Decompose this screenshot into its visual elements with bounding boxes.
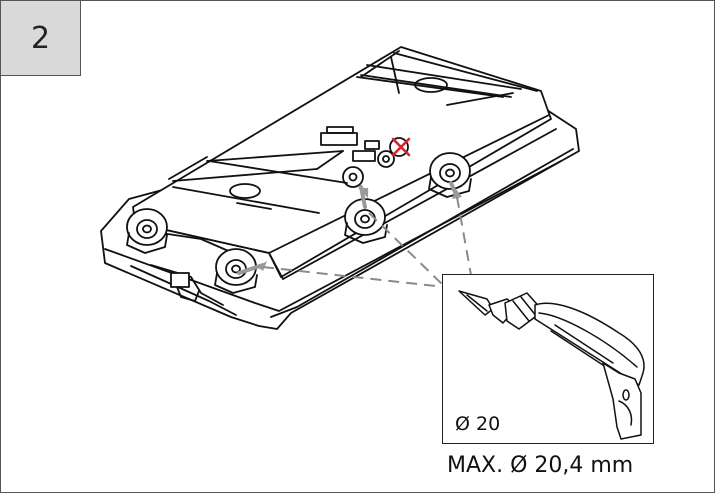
drill-size-label: Ø 20 bbox=[455, 413, 501, 435]
drill-icon bbox=[458, 290, 645, 440]
drill-detail-inset: Ø 20 bbox=[442, 274, 654, 444]
step-number: 2 bbox=[30, 20, 51, 56]
step-number-box: 2 bbox=[1, 1, 81, 76]
max-diameter-caption: MAX. Ø 20,4 mm bbox=[447, 453, 634, 478]
x-mark-icon bbox=[391, 137, 411, 157]
